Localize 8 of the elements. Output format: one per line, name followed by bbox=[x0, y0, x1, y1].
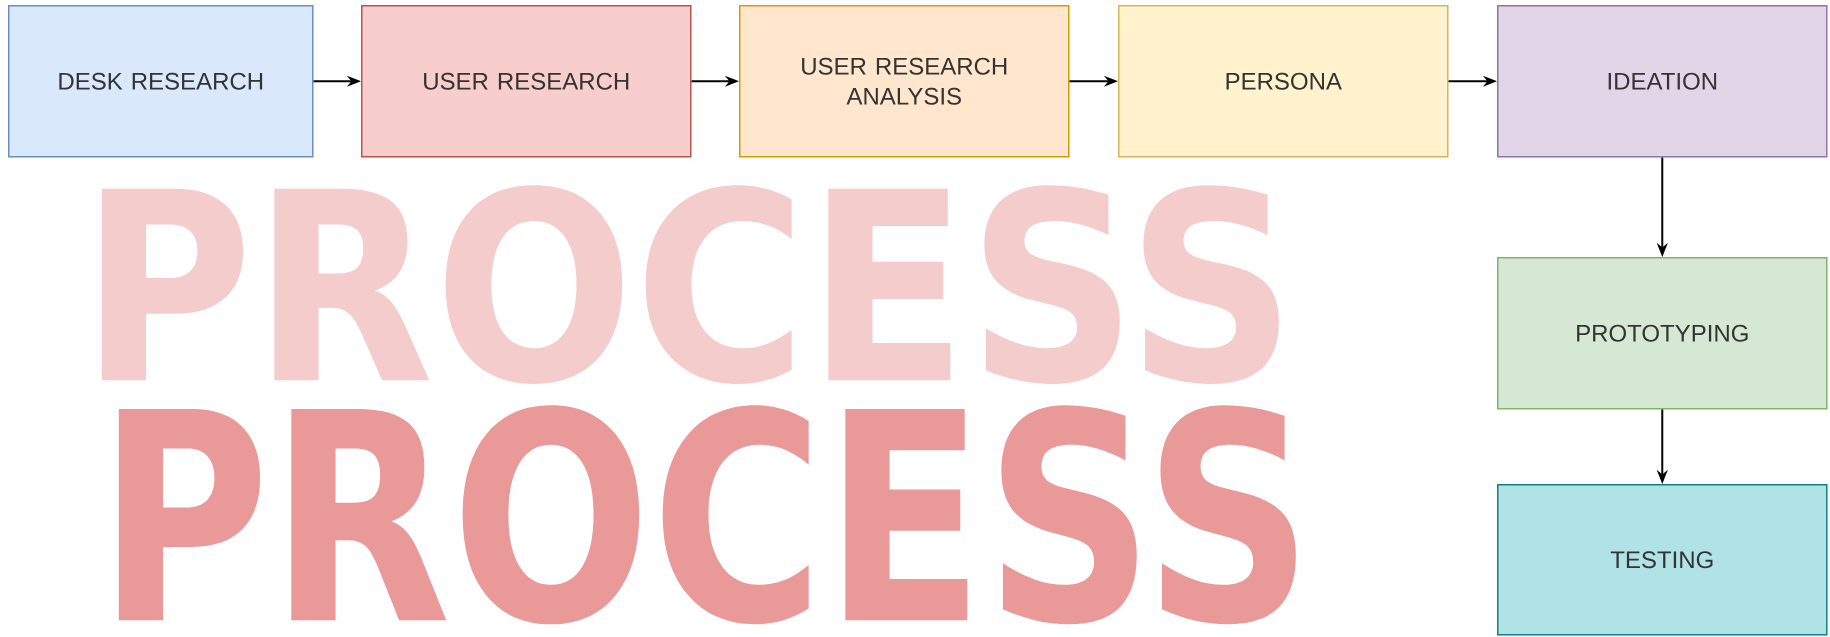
process-box: USER RESEARCH ANALYSIS bbox=[739, 5, 1070, 158]
process-box: PROTOTYPING bbox=[1497, 257, 1828, 410]
heading: PROCESS bbox=[118, 405, 1296, 625]
process-box: DESK RESEARCH bbox=[8, 5, 314, 158]
process-box: TESTING bbox=[1497, 484, 1828, 636]
process-box: USER RESEARCH bbox=[361, 5, 692, 158]
process-box: PERSONA bbox=[1118, 5, 1449, 158]
process-box: IDEATION bbox=[1497, 5, 1828, 158]
